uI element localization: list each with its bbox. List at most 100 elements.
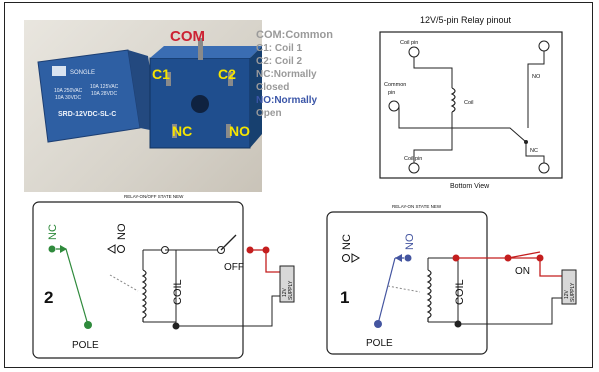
relay-brand: SONGLE [70,70,95,76]
common-terminal [388,100,400,112]
relay-rating-4: 10A 28VDC [91,91,118,97]
relay-rating-1: 10A 250VAC [54,88,83,94]
legend-nc-line2: Closed [256,82,289,93]
common-pin-label-1: Common [384,82,406,88]
right-closed-switch [507,251,541,259]
nc-label: NC [530,148,538,154]
no-terminal [538,40,550,52]
no-pin [226,124,231,138]
coil-top-wire [413,57,453,88]
pin-legend: COM:Common C1: Coil 1 C2: Coil 2 NC:Norm… [256,29,333,119]
left-supply [279,265,295,303]
left-no-arrow [106,244,116,254]
common-pin-label-2: pin [388,90,395,96]
nc-wire [525,142,545,163]
coil-pin-top-label: Coil pin [400,40,418,46]
relay-front-face [37,49,141,143]
c1-pin-label: C1 [152,66,170,82]
c1-pin [166,72,171,86]
c2-pin [228,72,233,86]
left-circuit-number: 2 [44,288,53,307]
relay-rating-2: 10A 125VAC [90,84,119,90]
right-coil-symbol [426,269,432,322]
right-red-wire-b [539,258,562,277]
legend-com: COM:Common [256,29,333,41]
left-coil-symbol [141,269,147,322]
right-pole-label: POLE [366,338,393,349]
left-pole-arm [65,248,89,326]
right-switch-state: ON [515,266,530,277]
c2-pin-label: C2 [218,66,236,82]
right-pole-arm [377,257,396,325]
coil-pin-bottom-label: Coil pin [404,156,422,162]
right-no-label: NO [404,233,416,250]
legend-no-line2: Open [256,108,282,119]
left-no-contact [117,245,125,253]
right-return-wire [458,297,562,325]
legend-c1: C1: Coil 1 [256,43,303,54]
left-nc-arrow [60,245,67,253]
coil-symbol [450,87,456,113]
left-coil-label: COIL [172,279,184,305]
relay-pin-hole [191,95,209,113]
right-nc-arrow [351,253,361,263]
right-circuit-number: 1 [340,288,349,307]
image-frame [4,2,593,368]
left-pole-label: POLE [72,340,99,351]
left-relay-box [32,201,244,359]
nc-terminal [538,162,550,174]
legend-c2: C2: Coil 2 [256,56,303,67]
left-coil-loop [142,249,177,323]
right-circuit-header: RELAY-ON STATE NEW [392,204,442,209]
com-pin [198,38,203,60]
pinout-box [379,31,563,179]
left-open-switch [220,234,237,251]
left-switch-state: OFF [224,262,244,273]
relay-back-top [150,46,262,58]
left-nc-label: NC [47,224,59,240]
left-red-wire-b [265,250,280,273]
right-relay-box [326,211,488,355]
legend-no-line1: NO:Normally [256,95,318,106]
relay-back-side [250,46,262,148]
right-supply-line1: 12V [564,289,570,299]
right-supply [561,269,577,305]
left-supply-line2: SUPPLY [288,280,294,300]
right-armature-link [387,285,421,293]
right-nc-contact [342,254,350,262]
no-pin-label: NO [229,123,250,139]
coil-label: Coil [464,100,473,106]
left-circuit: RELAY-ON/OFF STATE NEW NC NO 2 POLE COIL… [32,194,295,359]
right-supply-line2: SUPPLY [570,282,576,302]
pinout-diagram: 12V/5-pin Relay pinout Coil pin Common p… [379,15,563,190]
legend-nc-line1: NC:Normally [256,69,317,80]
left-circuit-header: RELAY-ON/OFF STATE NEW [124,194,184,199]
left-armature-link [109,274,139,292]
common-wire [398,106,527,143]
relay-logo [52,66,66,76]
pinout-title: 12V/5-pin Relay pinout [420,15,512,25]
nc-pin [172,124,177,138]
no-label: NO [532,74,541,80]
pinout-caption: Bottom View [450,183,490,190]
relay-photo: SONGLE 10A 250VAC 10A 125VAC 10A 30VDC 1… [37,28,262,149]
right-nc-label: NC [341,234,353,250]
relay-model: SRD-12VDC-SL-C [58,111,116,118]
coil-pin-bottom-terminal [408,162,420,174]
left-return-wire [176,295,280,327]
right-pole-terminal [374,320,382,328]
left-pole-terminal [84,321,92,329]
left-nc-contact [48,245,56,253]
relay-rating-3: 10A 30VDC [55,95,82,101]
right-no-contact [404,254,412,262]
com-pin-label: COM [170,28,205,45]
left-supply-line1: 12V [282,287,288,297]
right-coil-label: COIL [454,279,466,305]
coil-bottom-wire [413,112,453,163]
coil-pin-top-terminal [408,46,420,58]
nc-pin-label: NC [172,123,192,139]
left-no-label: NO [116,223,128,240]
right-circuit: RELAY-ON STATE NEW NC NO 1 POLE COIL ON … [326,204,577,355]
no-wire [527,51,545,128]
